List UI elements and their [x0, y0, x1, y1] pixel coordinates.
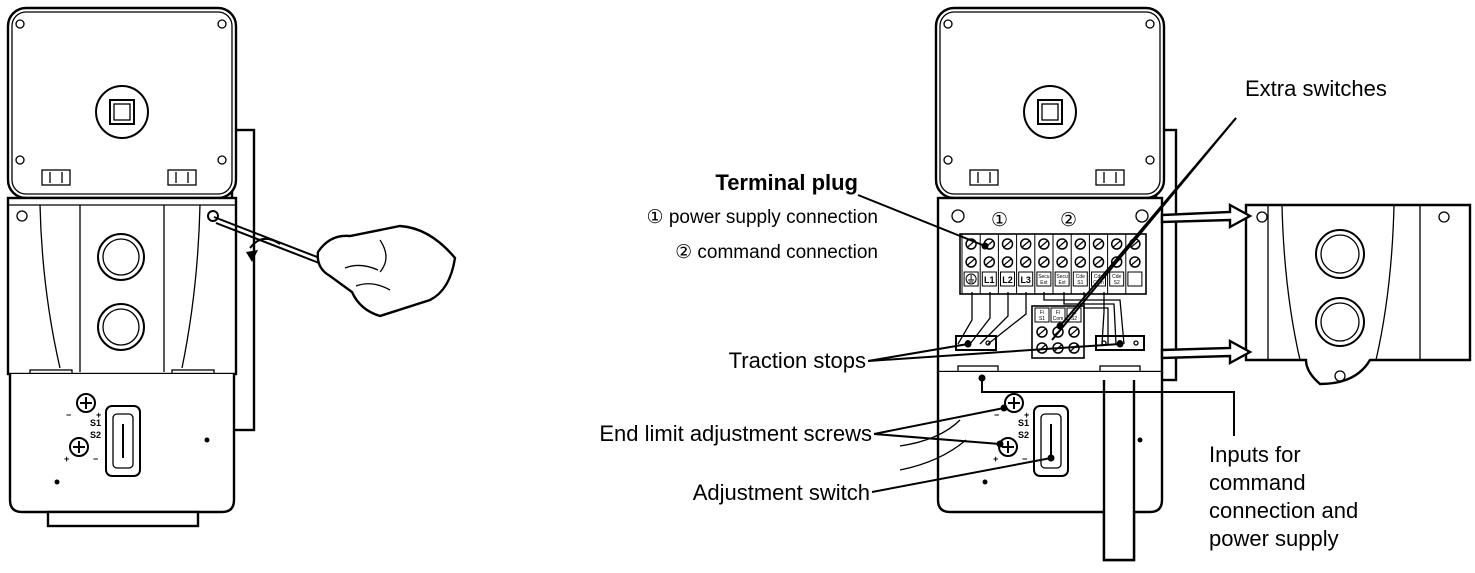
left-adjustment-switch	[105, 405, 141, 477]
label-power-supply-connection: ① power supply connection	[647, 207, 878, 228]
terminal-label-l2: L2	[1002, 275, 1013, 285]
terminal-label-box	[1109, 271, 1125, 287]
left-adjustment-screw-s1	[76, 393, 96, 413]
terminal-label-box	[1000, 271, 1015, 287]
left-adjustment-screw-s2	[69, 437, 89, 457]
left-minus-1: −	[66, 410, 71, 420]
terminal-command-label: Cde	[1112, 274, 1121, 280]
terminal-command-label: S1	[1077, 280, 1083, 286]
compartment-marker-2: ②	[1060, 210, 1077, 231]
label-command-connection: ② command connection	[675, 242, 878, 263]
extra-switch-label-box	[1034, 307, 1050, 323]
label-inputs-line1: Inputs for	[1209, 442, 1301, 467]
right-minus-1: −	[994, 410, 999, 420]
traction-stop-left	[955, 335, 997, 351]
terminal-label-l3: L3	[1020, 275, 1031, 285]
right-s2-label: S2	[1018, 430, 1029, 440]
terminal-command-label: Secu	[1056, 274, 1068, 280]
removed-cover	[1244, 203, 1472, 386]
right-plus-1: +	[1024, 410, 1029, 420]
removal-arrows	[1160, 202, 1253, 366]
terminal-command-label: Cde	[1094, 274, 1103, 280]
left-s1-label: S1	[90, 418, 101, 428]
label-traction-stops: Traction stops	[729, 348, 866, 373]
compartment-marker-1: ①	[991, 210, 1008, 231]
extra-switch-label: Fi	[1056, 310, 1060, 316]
terminal-command-label: Cde	[1076, 274, 1085, 280]
terminal-label-box	[1036, 271, 1052, 287]
terminal-label-box	[1054, 271, 1070, 287]
traction-stop-right	[1095, 335, 1145, 351]
right-adjustment-screw-s1	[1004, 393, 1024, 413]
label-terminal-plug: Terminal plug	[715, 170, 858, 195]
label-inputs-line3: connection and	[1209, 498, 1358, 523]
left-actuator: − + S1 S2 + −	[6, 6, 457, 528]
terminal-label-box	[981, 271, 997, 287]
label-inputs-line2: command	[1209, 470, 1306, 495]
left-plus-1: +	[96, 410, 101, 420]
terminal-label-l1: L1	[984, 275, 995, 285]
label-inputs-line4: power supply	[1209, 526, 1339, 551]
left-minus-2: −	[93, 454, 98, 464]
terminal-label-box	[1072, 271, 1088, 287]
label-end-limit-adjustment-screws: End limit adjustment screws	[599, 421, 872, 446]
extra-switch-label: Fi	[1040, 310, 1044, 316]
extra-switch-label: S1	[1039, 316, 1045, 322]
ground-icon	[965, 273, 977, 285]
terminal-command-label: Secu	[1038, 274, 1050, 280]
right-s1-label: S1	[1018, 418, 1029, 428]
extra-switch-label-box	[1050, 307, 1066, 323]
terminal-command-label: S2	[1114, 280, 1120, 286]
extra-switch-label: S2	[1071, 316, 1077, 322]
right-adjustment-switch	[1033, 405, 1069, 477]
terminal-label-box	[1018, 271, 1034, 287]
terminal-label-box	[1127, 271, 1143, 287]
label-extra-switches: Extra switches	[1245, 76, 1387, 101]
terminal-command-label: Ext	[1040, 280, 1048, 286]
screwdriver-hand-icon	[213, 216, 457, 318]
terminal-command-label: Ext	[1058, 280, 1066, 286]
label-adjustment-switch: Adjustment switch	[693, 480, 870, 505]
left-plus-2: +	[64, 454, 69, 464]
left-s2-label: S2	[90, 430, 101, 440]
right-minus-2: −	[1022, 454, 1027, 464]
extra-switch-label: Com	[1053, 316, 1064, 322]
right-plus-2: +	[993, 454, 998, 464]
annotation-leaders	[857, 117, 1237, 493]
